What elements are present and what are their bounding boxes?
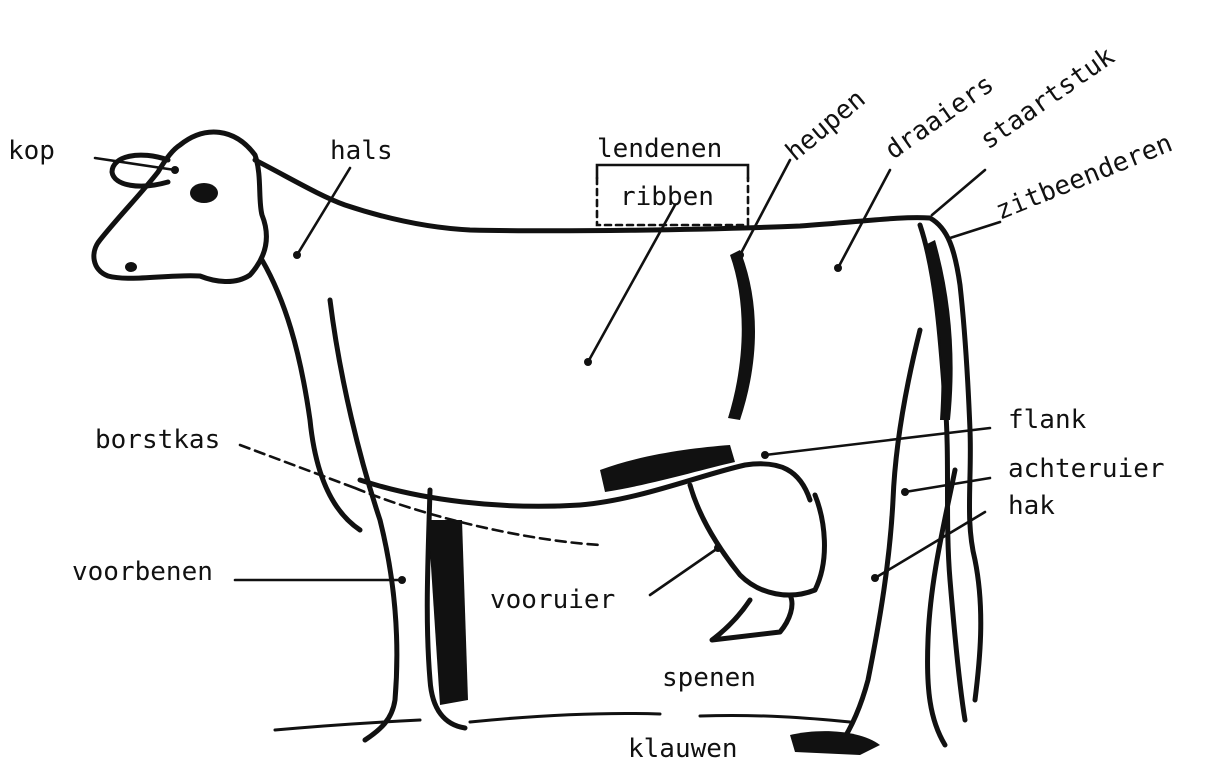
label-draaiers: draaiers [880,69,1000,165]
cow-hind-leg [840,330,920,745]
lendenen-bracket [597,165,748,178]
cow-drawing [94,132,981,755]
label-kop: kop [8,136,55,166]
leader-vooruier [650,548,718,595]
label-zitbeenderen: zitbeenderen [991,128,1176,226]
label-flank: flank [1008,405,1087,435]
label-ribben: ribben [620,182,714,212]
cow-shade-flank [728,250,755,420]
leader-lines [95,158,1000,595]
cow-teat [712,595,792,640]
leader-staartstuk [932,170,985,215]
label-vooruier: vooruier [490,585,615,615]
label-voorbenen: voorbenen [72,557,213,587]
ground-line [275,713,850,730]
cow-nostril [125,262,137,272]
cow-shade-leg [428,520,468,705]
cow-topline [255,160,930,231]
cow-shade-hoof [790,731,880,755]
labels: kop hals lendenen ribben heupen draaiers… [8,41,1177,764]
cow-eye [190,183,218,203]
label-staartstuk: staartstuk [975,41,1121,156]
label-lendenen: lendenen [597,134,722,164]
label-heupen: heupen [780,84,871,167]
cow-udder [690,485,824,595]
label-spenen: spenen [662,663,756,693]
leader-borstkas [240,445,355,488]
label-achteruier: achteruier [1008,454,1165,484]
cow-front-leg-left [330,300,397,740]
leader-hals [297,168,350,255]
leader-borstkas-tail [355,488,600,545]
label-hals: hals [330,136,393,166]
cow-head [94,132,267,281]
leader-flank [765,428,990,455]
leader-zitbeenderen [950,222,1000,238]
label-klauwen: klauwen [628,734,738,764]
label-hak: hak [1008,491,1055,521]
label-borstkas: borstkas [95,425,220,455]
